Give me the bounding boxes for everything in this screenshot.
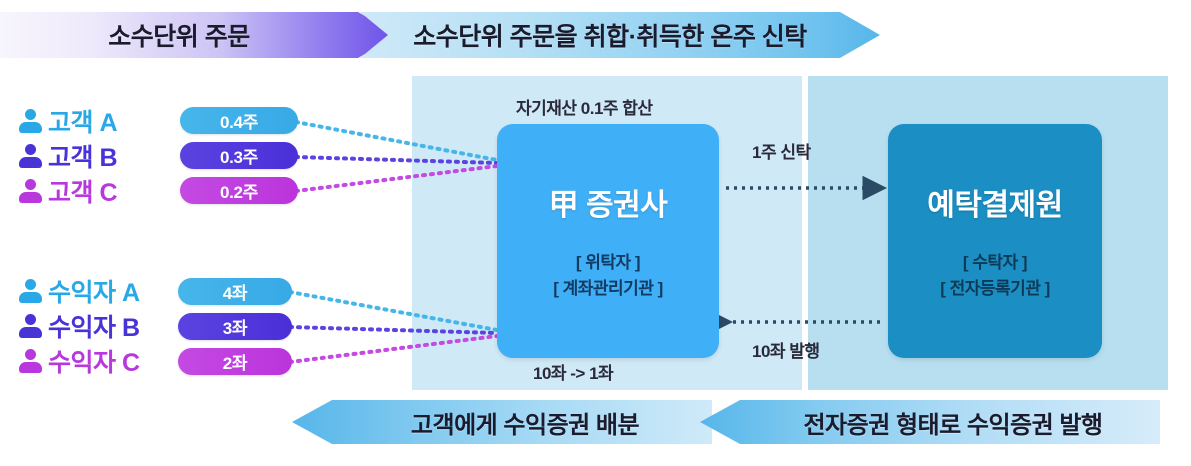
banner-whole-share-trust: 소수단위 주문을 취합·취득한 온주 신탁 bbox=[360, 12, 880, 58]
row-beneficiary-c: 수익자 C bbox=[18, 344, 140, 378]
customer-c-amount: 0.2주 bbox=[219, 183, 259, 202]
beneficiary-a-amount: 4좌 bbox=[222, 284, 248, 303]
row-customer-b: 고객 B bbox=[18, 139, 118, 173]
pill-beneficiary-a-amount: 4좌 bbox=[178, 278, 292, 305]
pill-beneficiary-b-amount: 3좌 bbox=[178, 313, 292, 340]
person-icon bbox=[18, 313, 44, 339]
person-icon bbox=[18, 143, 44, 169]
banner-whole-share-trust-label: 소수단위 주문을 취합·취득한 온주 신탁 bbox=[413, 23, 807, 51]
banner-distribute-to-customers: 고객에게 수익증권 배분 bbox=[292, 400, 712, 444]
customer-b-name: 고객 B bbox=[48, 144, 118, 172]
ksd-title: 예탁결제원 bbox=[927, 188, 1063, 222]
banner-issue-securities: 전자증권 형태로 수익증권 발행 bbox=[700, 400, 1160, 444]
broker-role-account-manager: [ 계좌관리기관 ] bbox=[553, 279, 663, 298]
banner-distribute-label: 고객에게 수익증권 배분 bbox=[410, 411, 640, 439]
pill-beneficiary-c-amount: 2좌 bbox=[178, 348, 292, 375]
customer-a-name: 고객 A bbox=[48, 109, 118, 137]
customer-b-amount: 0.3주 bbox=[219, 148, 259, 167]
beneficiary-c-amount: 2좌 bbox=[222, 354, 248, 373]
ksd-role-trustee: [ 수탁자 ] bbox=[962, 252, 1028, 272]
beneficiary-b-name: 수익자 B bbox=[48, 314, 140, 342]
ksd-role-registrar: [ 전자등록기관 ] bbox=[940, 279, 1050, 298]
box-ksd: 예탁결제원 [ 수탁자 ] [ 전자등록기관 ] bbox=[888, 124, 1102, 358]
customer-a-amount: 0.4주 bbox=[219, 113, 259, 132]
caption-unit-conversion: 10좌 -> 1좌 bbox=[533, 364, 614, 383]
pill-customer-c-amount: 0.2주 bbox=[180, 177, 298, 204]
box-broker: 甲 증권사 [ 위탁자 ] [ 계좌관리기관 ] bbox=[497, 124, 719, 358]
broker-title: 甲 증권사 bbox=[548, 188, 668, 222]
banner-fractional-order: 소수단위 주문 bbox=[0, 12, 398, 58]
person-icon bbox=[18, 178, 44, 204]
label-trust-one-share: 1주 신탁 bbox=[752, 143, 811, 162]
row-customer-c: 고객 C bbox=[18, 174, 118, 208]
person-icon bbox=[18, 348, 44, 374]
beneficiary-b-amount: 3좌 bbox=[222, 319, 248, 338]
beneficiary-a-name: 수익자 A bbox=[48, 279, 140, 307]
customer-c-name: 고객 C bbox=[48, 179, 118, 207]
row-customer-a: 고객 A bbox=[18, 104, 118, 138]
banner-fractional-order-label: 소수단위 주문 bbox=[108, 23, 250, 51]
pill-customer-a-amount: 0.4주 bbox=[180, 107, 298, 134]
broker-role-trustor: [ 위탁자 ] bbox=[575, 252, 641, 272]
banner-issue-label: 전자증권 형태로 수익증권 발행 bbox=[803, 411, 1103, 439]
row-beneficiary-b: 수익자 B bbox=[18, 309, 140, 343]
person-icon bbox=[18, 278, 44, 304]
beneficiary-c-name: 수익자 C bbox=[48, 349, 140, 377]
row-beneficiary-a: 수익자 A bbox=[18, 274, 140, 308]
caption-own-asset-aggregation: 자기재산 0.1주 합산 bbox=[516, 99, 653, 118]
label-issue-ten-units: 10좌 발행 bbox=[752, 342, 820, 361]
pill-customer-b-amount: 0.3주 bbox=[180, 142, 298, 169]
person-icon bbox=[18, 108, 44, 134]
